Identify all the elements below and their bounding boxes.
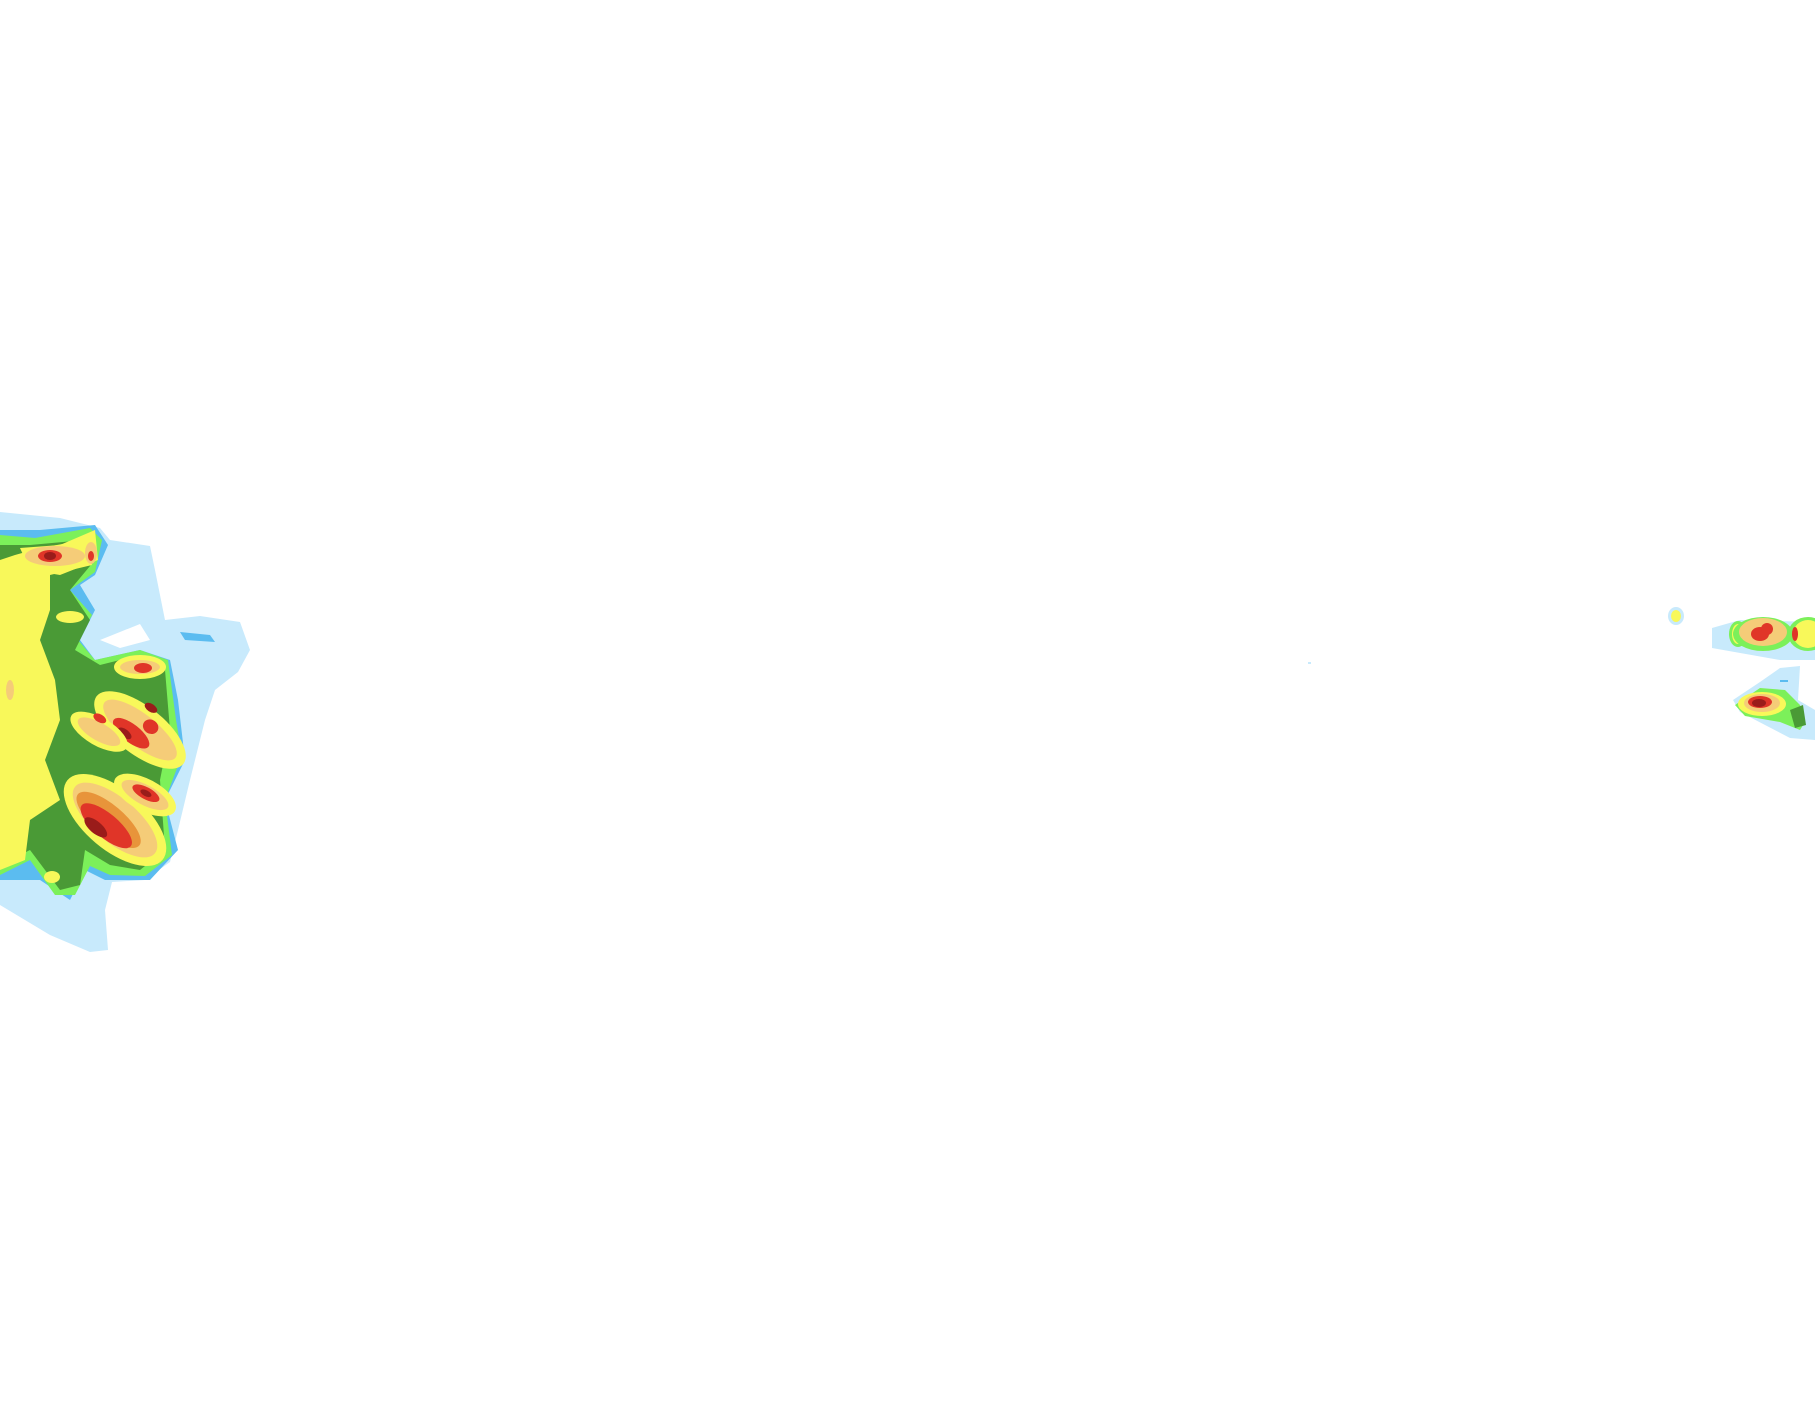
- precipitation-cluster-west: [0, 512, 250, 952]
- precipitation-cluster-east: [1308, 607, 1815, 740]
